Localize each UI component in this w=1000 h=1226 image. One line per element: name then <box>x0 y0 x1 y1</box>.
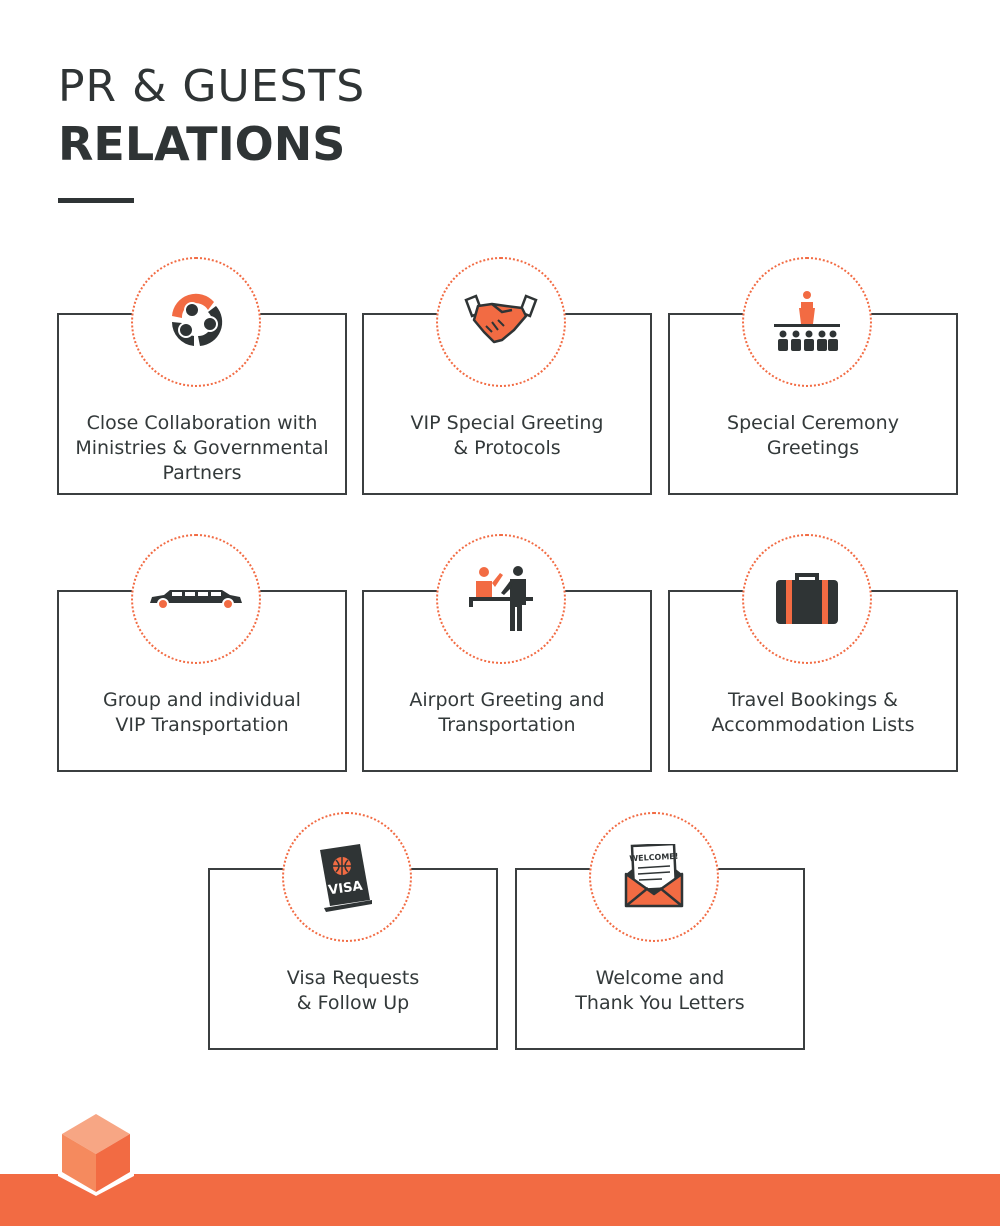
limousine-icon <box>131 534 261 664</box>
visa-icon-text: VISA <box>327 879 363 899</box>
service-label: Group and individual VIP Transportation <box>103 689 301 736</box>
service-label: Visa Requests & Follow Up <box>286 967 420 1014</box>
service-label: Welcome and Thank You Letters <box>575 967 745 1014</box>
footer-bar <box>0 1174 1000 1226</box>
suitcase-icon <box>742 534 872 664</box>
service-label: Close Collaboration with Ministries & Go… <box>75 412 329 484</box>
title-underline <box>58 198 134 203</box>
service-label: VIP Special Greeting & Protocols <box>410 412 604 459</box>
page-title-line1: PR & GUESTS <box>58 61 366 112</box>
collaboration-icon <box>131 257 261 387</box>
welcome-letter-icon: WELCOME! <box>589 812 719 942</box>
welcome-icon-text: WELCOME! <box>629 852 679 864</box>
service-label: Airport Greeting and Transportation <box>409 689 605 736</box>
handshake-icon <box>436 257 566 387</box>
airport-greeting-icon <box>436 534 566 664</box>
service-card-travel: Travel Bookings & Accommodation Lists <box>668 534 958 772</box>
ceremony-podium-icon <box>742 257 872 387</box>
service-card-vip-greeting: VIP Special Greeting & Protocols <box>362 257 652 495</box>
page-title-line2: RELATIONS <box>58 117 346 171</box>
passport-visa-icon: VISA <box>282 812 412 942</box>
service-card-visa: VISA Visa Requests & Follow Up <box>208 812 498 1050</box>
service-card-vip-transportation: Group and individual VIP Transportation <box>57 534 347 772</box>
service-label: Travel Bookings & Accommodation Lists <box>711 689 915 736</box>
service-card-letters: WELCOME! Welcome and Thank You Letters <box>515 812 805 1050</box>
service-card-collaboration: Close Collaboration with Ministries & Go… <box>57 257 347 495</box>
service-card-ceremony: Special Ceremony Greetings <box>668 257 958 495</box>
cube-logo-icon <box>58 1110 134 1196</box>
service-card-airport: Airport Greeting and Transportation <box>362 534 652 772</box>
service-label: Special Ceremony Greetings <box>727 412 899 459</box>
